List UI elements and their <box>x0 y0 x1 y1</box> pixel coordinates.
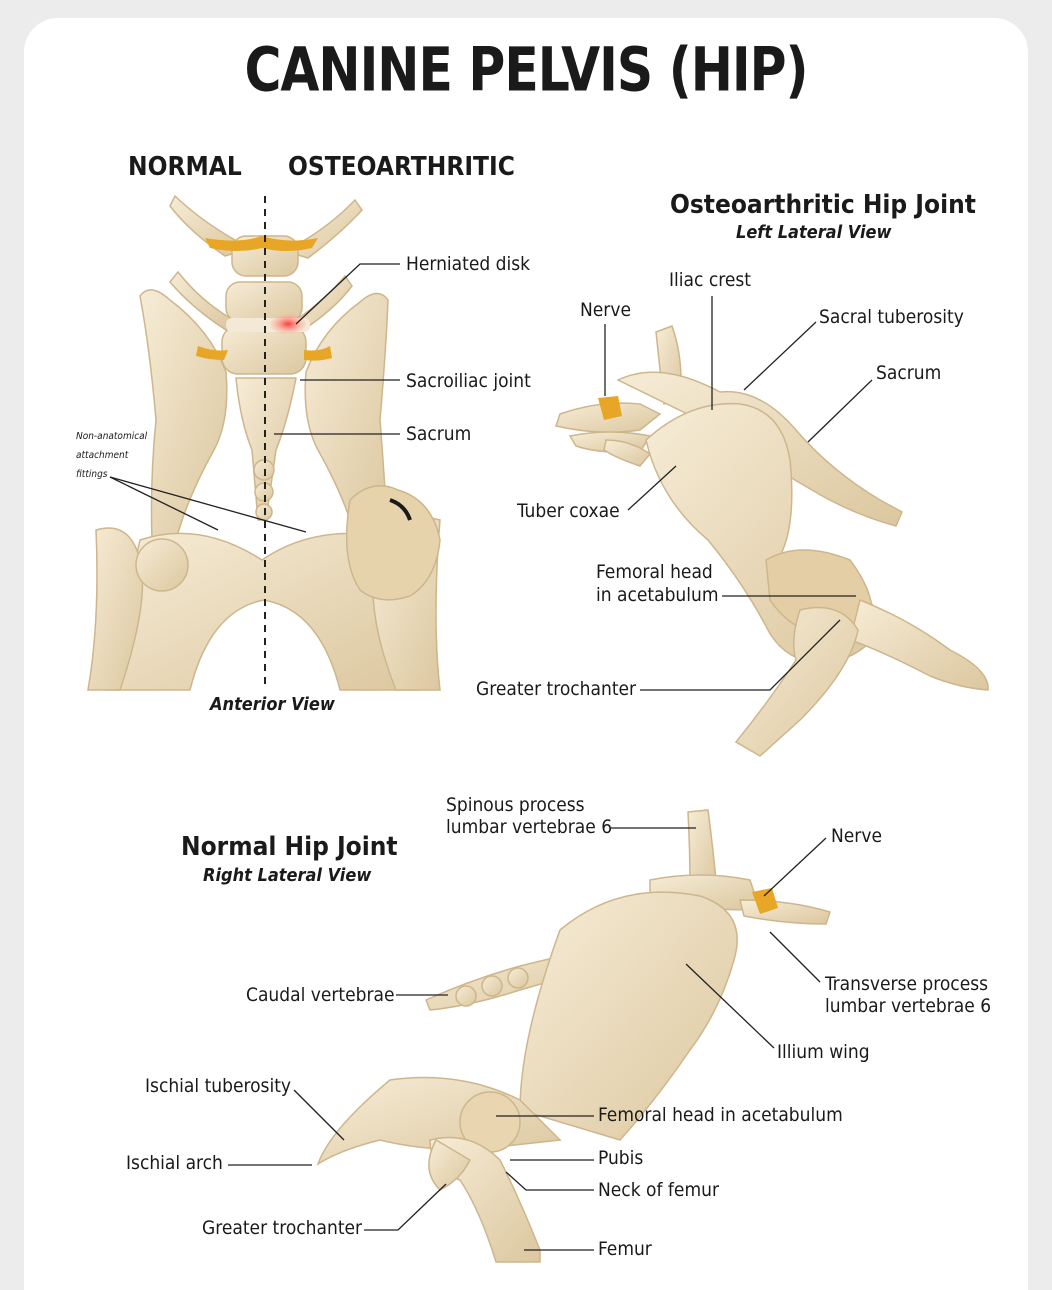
label-spinous-process-2: lumbar vertebrae 6 <box>446 816 613 838</box>
label-tuber-coxae: Tuber coxae <box>517 500 620 522</box>
label-ischial-arch: Ischial arch <box>126 1152 223 1174</box>
normal-heading: NORMAL <box>128 152 242 182</box>
note-line-3: fittings <box>76 469 108 480</box>
oa-hip-view: Left Lateral View <box>736 222 892 243</box>
label-illium-wing: Illium wing <box>777 1041 870 1063</box>
label-femoral-head-oa-1: Femoral head <box>596 561 713 583</box>
label-greater-trochanter-normal: Greater trochanter <box>202 1217 363 1239</box>
label-nerve-oa: Nerve <box>580 299 631 321</box>
label-sacral-tuberosity: Sacral tuberosity <box>819 306 964 328</box>
normal-hip-view: Right Lateral View <box>203 865 372 886</box>
label-femur: Femur <box>598 1238 652 1260</box>
anterior-view-caption: Anterior View <box>210 694 335 715</box>
note-line-1: Non-anatomical <box>76 431 148 442</box>
oa-leader-lines <box>604 296 873 691</box>
label-femoral-head-oa-2: in acetabulum <box>596 584 719 606</box>
label-greater-trochanter-oa: Greater trochanter <box>476 678 637 700</box>
label-pubis: Pubis <box>598 1147 644 1169</box>
note-line-2: attachment <box>76 450 129 461</box>
oa-hip-illustration <box>555 325 989 757</box>
anterior-nerves <box>196 236 332 361</box>
poster-title: CANINE PELVIS (HIP) <box>244 35 808 106</box>
anterior-leader-lines <box>109 263 400 533</box>
label-nerve-normal: Nerve <box>831 825 882 847</box>
label-spinous-process-1: Spinous process <box>446 794 585 816</box>
label-femoral-head-normal: Femoral head in acetabulum <box>598 1104 843 1126</box>
normal-leader-lines <box>228 827 827 1251</box>
label-transverse-process-2: lumbar vertebrae 6 <box>825 995 992 1017</box>
osteoarthritic-heading: OSTEOARTHRITIC <box>288 152 515 182</box>
label-transverse-process-1: Transverse process <box>825 973 989 995</box>
label-iliac-crest: Iliac crest <box>669 269 751 291</box>
normal-nerve-shape <box>752 888 778 914</box>
label-sacroiliac-joint: Sacroiliac joint <box>406 370 531 392</box>
oa-nerve-shape <box>598 396 622 420</box>
oa-hip-heading: Osteoarthritic Hip Joint <box>670 190 976 220</box>
label-sacrum-oa: Sacrum <box>876 362 942 384</box>
normal-hip-illustration <box>316 809 831 1263</box>
label-neck-of-femur: Neck of femur <box>598 1179 719 1201</box>
normal-hip-heading: Normal Hip Joint <box>181 832 398 862</box>
label-sacrum-anterior: Sacrum <box>406 423 472 445</box>
label-herniated-disk: Herniated disk <box>406 253 531 275</box>
label-caudal-vertebrae: Caudal vertebrae <box>246 984 395 1006</box>
label-ischial-tuberosity: Ischial tuberosity <box>145 1075 292 1097</box>
